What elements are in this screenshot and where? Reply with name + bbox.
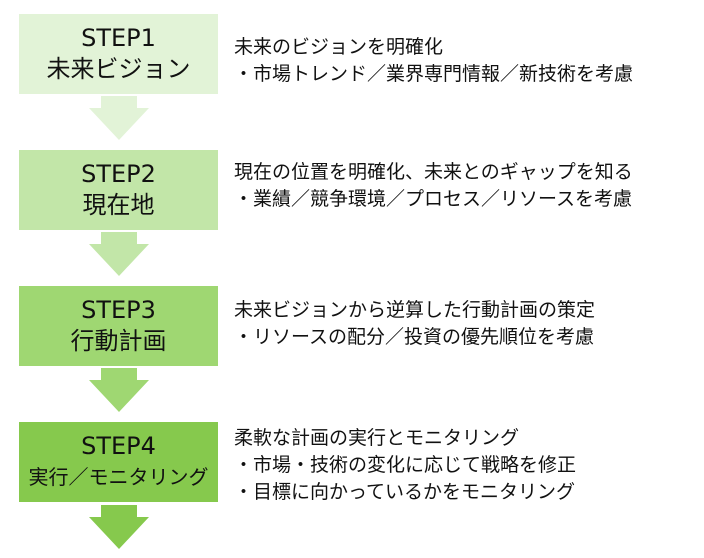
step2-box: STEP2 現在地	[19, 150, 218, 230]
step1-title: 未来ビジョン	[46, 55, 191, 83]
step1-number: STEP1	[81, 24, 156, 52]
step1-box: STEP1 未来ビジョン	[19, 14, 218, 94]
step3-desc-line: ・リソースの配分／投資の優先順位を考慮	[234, 326, 595, 348]
step1-desc-line: 未来のビジョンを明確化	[234, 36, 444, 58]
step2-description: 現在の位置を明確化、未来とのギャップを知る ・業績／競争環境／プロセス／リソース…	[234, 159, 694, 213]
step4-box: STEP4 実行／モニタリング	[19, 422, 218, 502]
step4-description: 柔軟な計画の実行とモニタリング ・市場・技術の変化に応じて戦略を修正 ・目標に向…	[234, 425, 694, 506]
step3-box: STEP3 行動計画	[19, 286, 218, 366]
step3-arrow	[89, 368, 149, 412]
step1-arrow	[89, 96, 149, 140]
step4-arrow	[89, 505, 149, 549]
step3-number: STEP3	[81, 296, 156, 324]
step2-desc-line: 現在の位置を明確化、未来とのギャップを知る	[234, 161, 633, 183]
step4-number: STEP4	[81, 432, 156, 460]
step4-title: 実行／モニタリング	[28, 465, 209, 489]
step4-desc-line: ・市場・技術の変化に応じて戦略を修正	[234, 454, 577, 476]
step4-desc-line: 柔軟な計画の実行とモニタリング	[234, 427, 520, 449]
step2-arrow	[89, 232, 149, 276]
step3-title: 行動計画	[70, 327, 167, 355]
step1-description: 未来のビジョンを明確化 ・市場トレンド／業界専門情報／新技術を考慮	[234, 34, 694, 88]
step2-title: 現在地	[82, 191, 155, 219]
step1-desc-line: ・市場トレンド／業界専門情報／新技術を考慮	[234, 63, 634, 85]
step3-desc-line: 未来ビジョンから逆算した行動計画の策定	[234, 299, 596, 321]
step2-desc-line: ・業績／競争環境／プロセス／リソースを考慮	[234, 188, 633, 210]
step3-description: 未来ビジョンから逆算した行動計画の策定 ・リソースの配分／投資の優先順位を考慮	[234, 297, 694, 351]
step4-desc-line: ・目標に向かっているかをモニタリング	[234, 481, 576, 503]
step2-number: STEP2	[81, 160, 156, 188]
